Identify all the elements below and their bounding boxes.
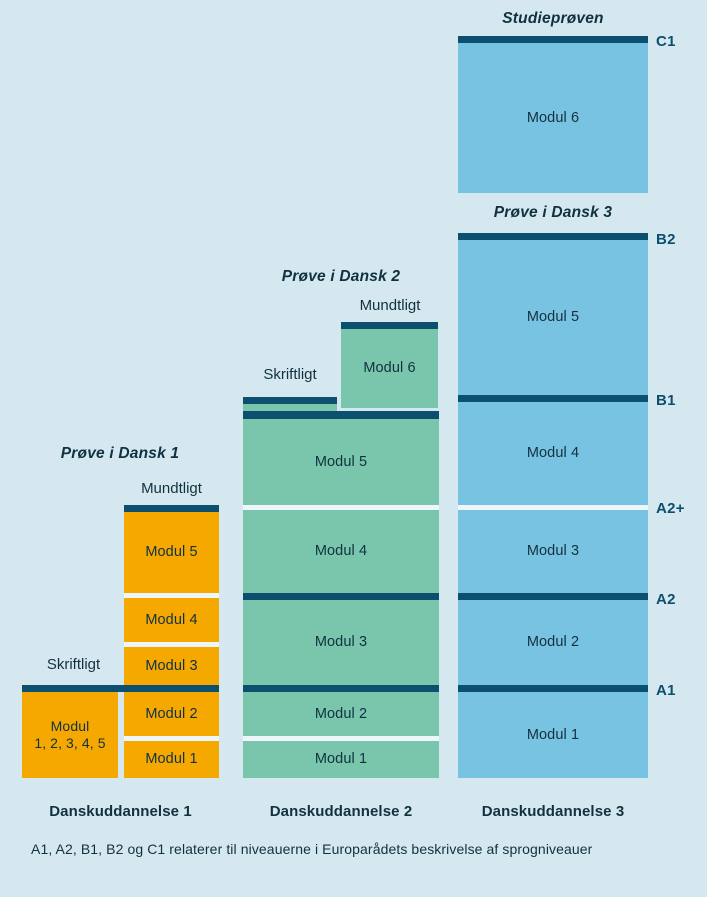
- level-label-b2: B2: [656, 231, 676, 248]
- module-block-du3-modul6: Modul 6: [458, 43, 648, 193]
- module-block-du3-modul5: Modul 5: [458, 240, 648, 395]
- module-block-du2-modul3: Modul 3: [243, 600, 439, 685]
- level-label-a1: A1: [656, 682, 676, 699]
- level-divider-a2plus: [458, 505, 648, 510]
- level-bar-a2: [458, 593, 648, 600]
- column-caption-danskuddannelse-1: Danskuddannelse 1: [49, 803, 192, 820]
- module-block-du1-modul1: Modul 1: [124, 741, 219, 778]
- module-block-du3-modul3: Modul 3: [458, 510, 648, 593]
- oral-bar-du1: [124, 505, 219, 512]
- oral-bar-du2: [341, 322, 438, 329]
- module-block-du1-modul2: Modul 2: [124, 692, 219, 736]
- exam-title-prove-i-dansk-1: Prøve i Dansk 1: [60, 445, 180, 462]
- sub-label-du1-mundtligt: Mundtligt: [141, 480, 202, 497]
- column-caption-danskuddannelse-2: Danskuddannelse 2: [269, 803, 413, 820]
- module-block-du3-modul2: Modul 2: [458, 600, 648, 685]
- module-block-du1-written: Modul 1, 2, 3, 4, 5: [22, 692, 118, 778]
- module-block-du1-modul5: Modul 5: [124, 512, 219, 593]
- footnote-text: A1, A2, B1, B2 og C1 relaterer til nivea…: [31, 841, 593, 857]
- sub-label-du1-skriftligt: Skriftligt: [46, 656, 101, 673]
- module-divider-du1-3: [124, 736, 219, 741]
- module-block-du3-modul4: Modul 4: [458, 402, 648, 505]
- written-strip-du2: [243, 404, 337, 411]
- module-divider-du2-2: [243, 736, 439, 741]
- exam-title-prove-i-dansk-2: Prøve i Dansk 2: [281, 268, 401, 285]
- sub-label-du2-mundtligt: Mundtligt: [359, 297, 421, 314]
- level-bar-du2-a2: [243, 593, 439, 600]
- module-divider-du1-1: [124, 593, 219, 598]
- level-bar-b1: [458, 395, 648, 402]
- level-bar-du2-a1: [243, 685, 439, 692]
- module-block-du1-modul3: Modul 3: [124, 647, 219, 685]
- level-bar-b2: [458, 233, 648, 240]
- module-block-du3-modul1: Modul 1: [458, 692, 648, 778]
- module-block-du2-modul2: Modul 2: [243, 692, 439, 736]
- module-block-du2-modul4: Modul 4: [243, 510, 439, 593]
- module-block-du2-modul5: Modul 5: [243, 419, 439, 505]
- column-caption-danskuddannelse-3: Danskuddannelse 3: [481, 803, 625, 820]
- written-bar-du2: [243, 397, 337, 404]
- written-bar-du1: [22, 685, 219, 692]
- module-divider-du2-1: [243, 505, 439, 510]
- level-label-c1: C1: [656, 33, 676, 50]
- module-divider-du1-2: [124, 642, 219, 647]
- module-block-du2-modul1: Modul 1: [243, 741, 439, 778]
- level-label-b1: B1: [656, 392, 676, 409]
- sub-label-du2-skriftligt: Skriftligt: [263, 366, 317, 383]
- exam-title-studiepoven: Studieprøven: [502, 10, 604, 27]
- level-bar-a1: [458, 685, 648, 692]
- level-bar-c1: [458, 36, 648, 43]
- module-block-du2-modul6: Modul 6: [341, 329, 438, 408]
- level-label-a2plus: A2+: [656, 500, 685, 517]
- exam-title-prove-i-dansk-3: Prøve i Dansk 3: [493, 204, 613, 221]
- level-label-a2: A2: [656, 591, 676, 608]
- module-block-du1-modul4: Modul 4: [124, 598, 219, 642]
- level-bar-du2-b1: [243, 411, 439, 419]
